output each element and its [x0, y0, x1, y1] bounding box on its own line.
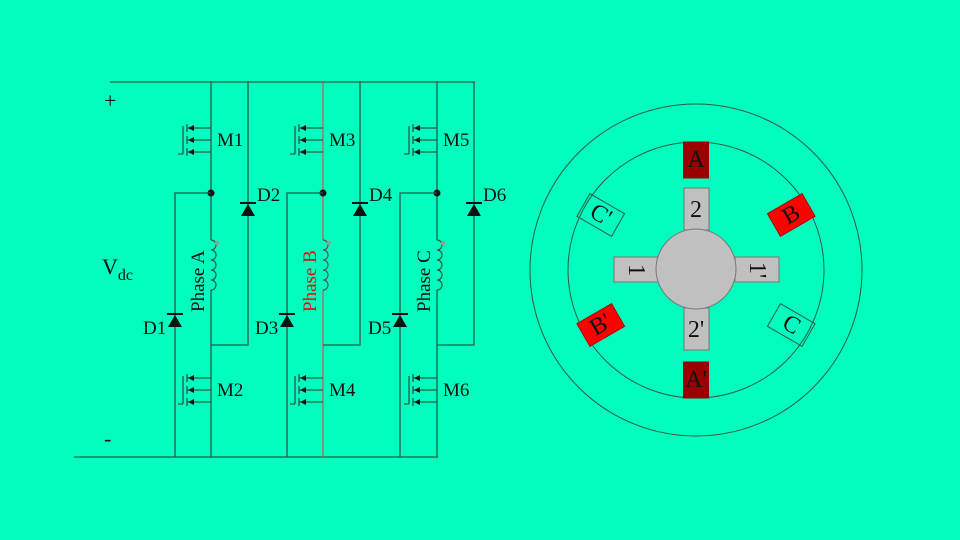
converter-circuit: + - Vdc: [74, 81, 475, 458]
stator-pole-b-prime: B': [576, 303, 626, 347]
rotor: 2 2' 1 1': [613, 187, 780, 351]
diode-label: D3: [255, 318, 278, 339]
stator-pole-label: C: [778, 310, 805, 341]
stator-pole-a-prime: A': [683, 361, 709, 399]
srm-motor: A A' B B' C C' 2 2' 1 1': [529, 103, 863, 437]
minus-label: -: [104, 426, 111, 451]
mosfet-label: M6: [443, 380, 469, 401]
mosfet-label: M2: [217, 380, 243, 401]
stator-pole-a: A: [683, 141, 709, 179]
mosfet-upper-icon: M1: [178, 124, 243, 156]
polarity-dot: [214, 240, 220, 246]
phase-label: Phase B: [300, 250, 321, 312]
mosfet-label: M3: [329, 130, 355, 151]
diode-label: D6: [483, 185, 506, 206]
diode-icon: [167, 313, 183, 327]
polarity-dot: [326, 240, 332, 246]
diode-label: D1: [143, 318, 166, 339]
mosfet-lower-icon: M2: [178, 374, 243, 406]
stator-pole-label: C': [585, 199, 616, 232]
diode-icon: [392, 313, 408, 327]
upper-diode-wire: [437, 82, 475, 346]
lower-diode-wire: [399, 192, 437, 457]
diode-icon: [352, 202, 368, 216]
diode-label: D5: [368, 318, 391, 339]
rotor-core: [655, 228, 737, 310]
diode-icon: [466, 202, 482, 216]
diode-label: D4: [369, 185, 393, 206]
rotor-label-1-prime: 1': [744, 262, 770, 278]
rotor-pole-2-prime: [683, 307, 710, 351]
stator-pole-c: C: [766, 303, 816, 347]
plus-label: +: [104, 88, 116, 113]
mosfet-label: M4: [329, 380, 356, 401]
rotor-label-2-prime: 2': [688, 317, 704, 343]
rotor-pole-1: [613, 256, 659, 283]
rotor-label-1: 1: [623, 264, 649, 276]
phase-label: Phase A: [188, 250, 209, 312]
diode-icon: [240, 202, 256, 216]
mosfet-lower-icon: M6: [404, 374, 469, 406]
upper-diode-wire: [211, 82, 249, 346]
inductor-coil-icon: [322, 239, 332, 291]
upper-diode-wire: [323, 82, 361, 346]
vdc-label: Vdc: [102, 254, 133, 284]
phase-label: Phase C: [414, 250, 435, 312]
lower-diode-wire: [174, 192, 211, 457]
stator-pole-label: A': [685, 367, 707, 393]
mosfet-upper-icon: M3: [290, 124, 355, 156]
polarity-dot: [440, 240, 446, 246]
mosfet-label: M5: [443, 130, 469, 151]
stator-pole-c-prime: C': [576, 193, 626, 237]
stator-outer-circle: [529, 103, 863, 437]
rotor-label-2: 2: [690, 197, 702, 223]
mosfet-upper-icon: M5: [404, 124, 469, 156]
inductor-coil-icon: [436, 239, 446, 291]
lower-diode-wire: [286, 192, 323, 457]
diode-icon: [279, 313, 295, 327]
stator-pole-label: A: [687, 147, 705, 173]
diode-label: D2: [257, 185, 280, 206]
inductor-coil-icon: [210, 239, 220, 291]
mosfet-lower-icon: M4: [290, 374, 356, 406]
stator-pole-b: B: [766, 193, 816, 237]
mosfet-label: M1: [217, 130, 243, 151]
rotor-pole-1-prime: [734, 256, 780, 283]
